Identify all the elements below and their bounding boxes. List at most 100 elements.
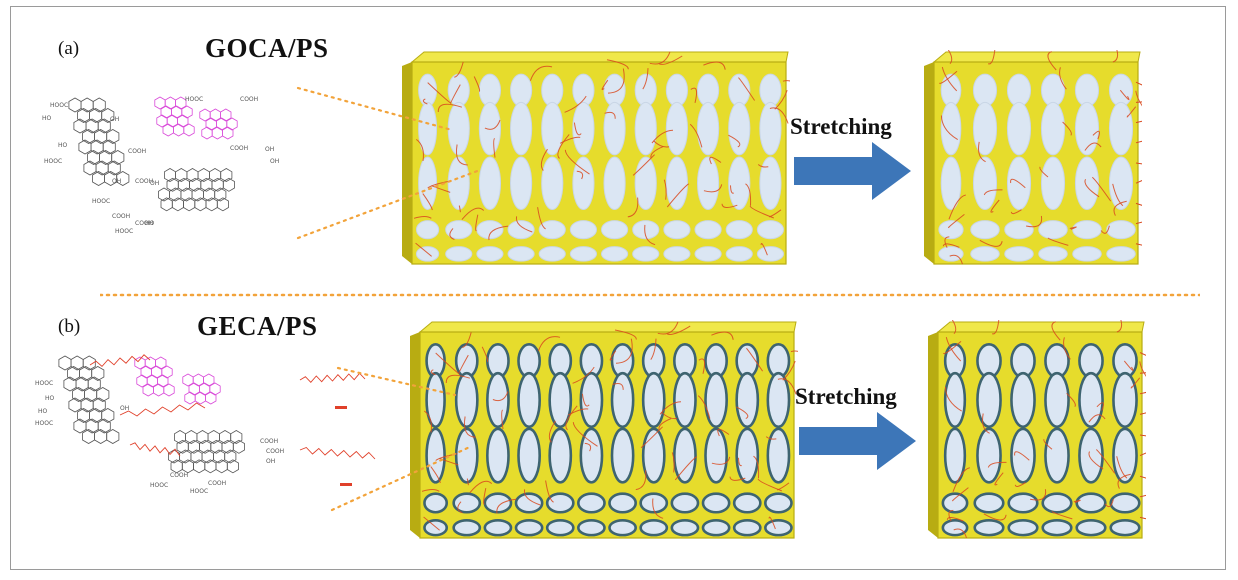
foam-cell [1044, 371, 1070, 429]
functional-group-label: HOOC [150, 482, 168, 489]
functional-group-label: COOH [260, 438, 278, 445]
foam-cell [1074, 156, 1100, 210]
fiber [537, 336, 561, 352]
foam-cell [970, 246, 1000, 262]
fiber [650, 146, 664, 158]
fiber [462, 332, 472, 349]
fiber [1119, 89, 1130, 101]
fiber [674, 456, 697, 481]
fiber [584, 442, 592, 452]
fiber [632, 154, 655, 176]
fiber [1063, 337, 1071, 360]
foam-cell [603, 101, 626, 156]
foam-block-a-unstretched [402, 51, 790, 265]
fiber [481, 346, 489, 363]
foam-block-b-stretched [928, 320, 1146, 539]
fiber [567, 408, 589, 416]
foam-cell [972, 156, 998, 210]
foam-cell [577, 518, 606, 537]
foam-cell [415, 220, 440, 240]
fiber [661, 411, 678, 420]
panel-divider [100, 293, 1200, 297]
foam-cell [1109, 518, 1141, 537]
foam-cell [976, 427, 1002, 484]
fiber [777, 378, 797, 395]
fiber [942, 341, 962, 354]
fiber [990, 199, 1000, 213]
foam-cell [728, 156, 751, 210]
functional-group-label: HOOC [185, 96, 203, 103]
fiber [1014, 482, 1026, 487]
fiber [948, 214, 965, 229]
foam-left-face [410, 332, 420, 538]
fiber [1116, 456, 1128, 479]
fiber [415, 138, 424, 161]
foam-front-face [933, 61, 1139, 265]
functional-group-label: HOOC [190, 488, 208, 495]
functional-group-label: HOOC [115, 228, 133, 235]
fiber [945, 336, 962, 362]
foam-cell [1074, 101, 1100, 156]
fiber [642, 68, 649, 90]
fiber [698, 358, 706, 374]
fiber [1059, 67, 1067, 90]
foam-cell [1072, 220, 1102, 240]
graphene-sheet [68, 97, 130, 186]
fiber [557, 134, 570, 159]
fiber [782, 80, 790, 82]
fiber [659, 55, 683, 65]
foam-cell [1007, 492, 1039, 514]
foam-cell [1038, 220, 1068, 240]
foam-cell [1075, 492, 1107, 514]
fiber [1039, 166, 1049, 178]
fiber [615, 338, 633, 364]
fiber [1088, 414, 1106, 423]
foam-cell [415, 246, 440, 262]
torn-fiber-edge [1135, 140, 1142, 144]
foam-cell [1109, 492, 1141, 514]
fiber [721, 203, 738, 208]
foam-cell [704, 427, 728, 484]
graphene-sheet [182, 373, 221, 405]
foam-cell [476, 246, 504, 262]
foam-cell [701, 492, 731, 514]
fiber [573, 122, 582, 136]
fiber [1095, 449, 1116, 474]
functional-group-label: OH [112, 178, 121, 185]
foam-cell [1004, 220, 1034, 240]
fiber [1126, 106, 1137, 118]
polymer-chain [129, 442, 181, 457]
foam-cell [517, 371, 541, 429]
foam-cell [514, 492, 544, 514]
fiber [437, 103, 463, 113]
fiber [777, 482, 790, 491]
torn-fiber-edge [1135, 202, 1142, 206]
foam-cell [1078, 371, 1104, 429]
fiber [1010, 178, 1026, 189]
fiber [942, 243, 960, 248]
fiber [604, 111, 616, 119]
foam-cell [610, 427, 635, 484]
foam-cell [486, 427, 510, 484]
stretch-arrow-b-icon [799, 412, 916, 470]
fiber [1123, 360, 1134, 371]
foam-cell [483, 518, 513, 537]
foam-cell [1006, 101, 1032, 156]
foam-cell [641, 427, 666, 484]
foam-cell [603, 156, 626, 210]
foam-cell [545, 492, 575, 514]
fiber [948, 194, 966, 220]
foam-cell [538, 220, 566, 240]
foam-cell [1106, 246, 1136, 262]
foam-cell [972, 101, 998, 156]
torn-fiber-edge [1135, 81, 1142, 86]
torn-fiber-edge [1139, 452, 1146, 457]
fiber [1084, 178, 1100, 198]
foam-cell [425, 427, 446, 484]
fiber [653, 140, 670, 148]
foam-cell [600, 246, 629, 262]
fiber [1014, 451, 1030, 461]
fiber [1066, 393, 1076, 408]
fiber [738, 457, 742, 467]
